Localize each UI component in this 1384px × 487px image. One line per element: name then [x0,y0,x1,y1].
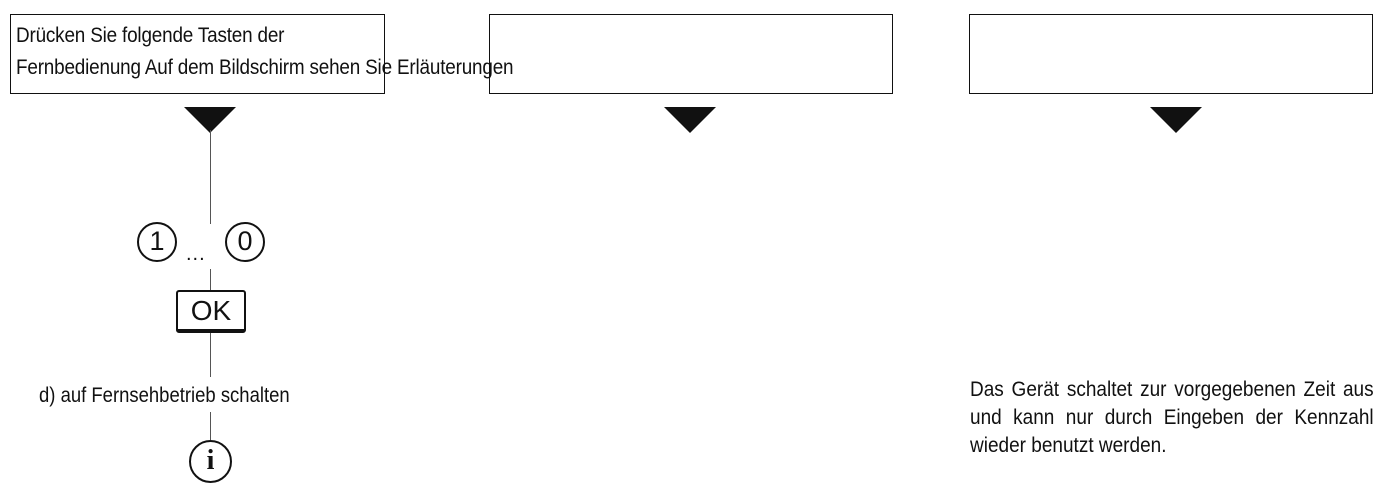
info-key-icon: i [189,440,232,483]
result-note: Das Gerät schaltet zur vorgegebenen Zeit… [970,378,1374,457]
flow-connector [210,130,211,224]
digit-1-key-icon: 1 [137,222,177,262]
step-d-label: d) auf Fernsehbetrieb schalten [39,384,290,407]
flow-connector [210,269,211,291]
flow-connector [210,412,211,440]
down-arrow-icon-left [184,107,236,133]
instruction-box-left [10,14,385,94]
intro-text: Drücken Sie folgende Tasten der Fernbedi… [16,20,514,84]
flow-connector [210,332,211,377]
instruction-box-right [969,14,1373,94]
instruction-box-middle [489,14,893,94]
ok-key-icon: OK [176,290,246,333]
intro-text-line-1: Drücken Sie folgende Tasten der [16,24,285,47]
digit-range-ellipsis: ... [186,243,206,265]
down-arrow-icon-right [1150,107,1202,133]
digit-0-key-icon: 0 [225,222,265,262]
intro-text-line-2: Fernbedienung Auf dem Bildschirm sehen S… [16,56,514,79]
down-arrow-icon-middle [664,107,716,133]
